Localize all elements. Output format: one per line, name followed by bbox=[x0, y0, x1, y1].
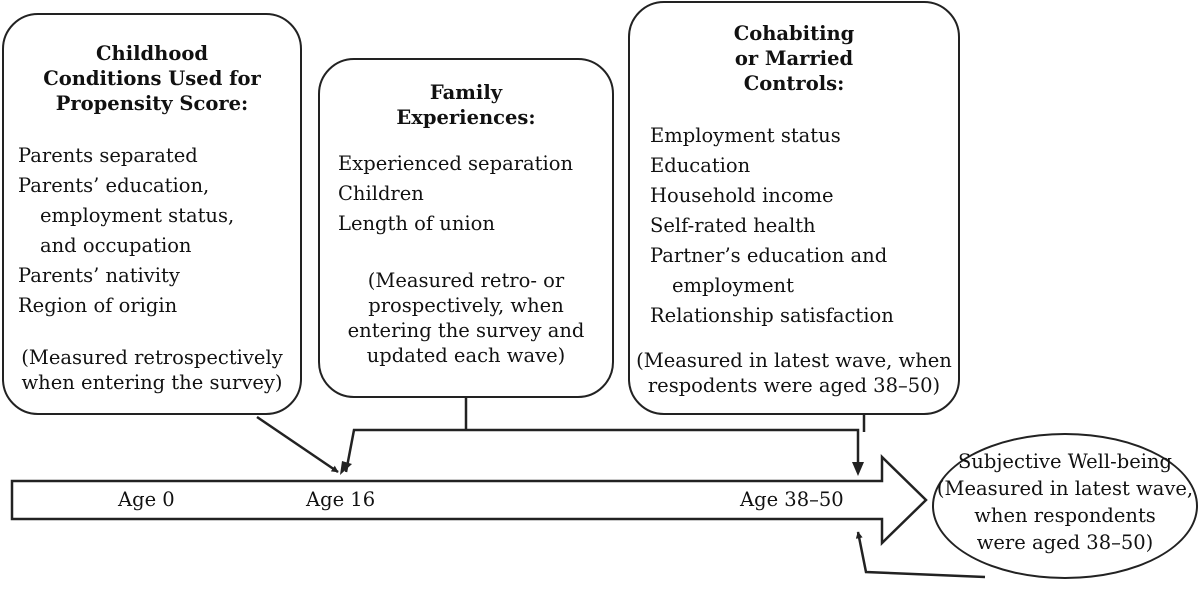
controls-note: (Measured in latest wave, when respodent… bbox=[630, 348, 958, 398]
family-note: (Measured retro- or prospectively, when … bbox=[320, 268, 612, 368]
childhood-item: employment status, bbox=[40, 204, 235, 227]
subjective-wellbeing-outcome: Subjective Well-being (Measured in lates… bbox=[932, 433, 1198, 579]
outcome-ellipse bbox=[932, 433, 1198, 579]
family-right-arrowhead bbox=[852, 462, 864, 476]
childhood-title-line: Childhood bbox=[96, 42, 208, 65]
controls-item: Self-rated health bbox=[650, 214, 816, 237]
family-title-line: Family bbox=[429, 81, 503, 104]
timeline-arrow bbox=[10, 454, 928, 546]
controls-title-line: Cohabiting bbox=[733, 22, 855, 45]
outcome-line: (Measured in latest wave, bbox=[936, 477, 1194, 500]
controls-item: Household income bbox=[650, 184, 834, 207]
controls-box: Cohabiting or Married Controls: Employme… bbox=[628, 1, 960, 415]
childhood-title-line: Conditions Used for bbox=[43, 67, 261, 90]
childhood-title-line: Propensity Score: bbox=[55, 92, 249, 115]
childhood-note-line: (Measured retrospectively bbox=[21, 346, 283, 369]
family-note-line: updated each wave) bbox=[366, 344, 566, 367]
outcome-feedback-arrow bbox=[855, 531, 986, 579]
age-38-50-label: Age 38–50 bbox=[740, 488, 844, 511]
outcome-line: Subjective Well-being bbox=[957, 450, 1173, 473]
childhood-to-age16-arrow bbox=[256, 415, 339, 474]
childhood-item: Parents’ nativity bbox=[18, 264, 180, 287]
controls-item: Employment status bbox=[650, 124, 841, 147]
controls-item: employment bbox=[672, 274, 794, 297]
outcome-line: when respondents bbox=[974, 504, 1156, 527]
controls-title-line: or Married bbox=[734, 47, 854, 70]
childhood-item: Parents’ education, bbox=[18, 174, 210, 197]
outcome-text: Subjective Well-being (Measured in lates… bbox=[932, 448, 1198, 556]
age-16-label: Age 16 bbox=[306, 488, 376, 511]
childhood-conditions-box: Childhood Conditions Used for Propensity… bbox=[2, 13, 302, 415]
controls-note-line: respodents were aged 38–50) bbox=[647, 374, 941, 397]
family-item: Length of union bbox=[338, 212, 495, 235]
controls-item: Partner’s education and bbox=[650, 244, 888, 267]
childhood-item: Region of origin bbox=[18, 294, 178, 317]
controls-item: Education bbox=[650, 154, 751, 177]
childhood-note: (Measured retrospectively when entering … bbox=[4, 345, 300, 395]
controls-note-line: (Measured in latest wave, when bbox=[636, 349, 952, 372]
controls-title-line: Controls: bbox=[743, 72, 845, 95]
childhood-note-line: when entering the survey) bbox=[21, 371, 283, 394]
childhood-title: Childhood Conditions Used for Propensity… bbox=[4, 41, 300, 116]
family-title: Family Experiences: bbox=[320, 80, 612, 130]
childhood-item: Parents separated bbox=[18, 144, 198, 167]
family-experiences-box: Family Experiences: Experienced separati… bbox=[318, 58, 614, 398]
family-title-line: Experiences: bbox=[396, 106, 536, 129]
controls-item: Relationship satisfaction bbox=[650, 304, 894, 327]
controls-title: Cohabiting or Married Controls: bbox=[630, 21, 958, 96]
outcome-line: were aged 38–50) bbox=[976, 531, 1154, 554]
family-note-line: entering the survey and bbox=[347, 319, 585, 342]
family-item: Experienced separation bbox=[338, 152, 574, 175]
family-left-arrowhead bbox=[340, 461, 352, 475]
family-note-line: (Measured retro- or bbox=[367, 269, 565, 292]
childhood-item: and occupation bbox=[40, 234, 192, 257]
family-item: Children bbox=[338, 182, 424, 205]
family-note-line: prospectively, when bbox=[368, 294, 564, 317]
age-0-label: Age 0 bbox=[118, 488, 175, 511]
family-span-bracket bbox=[344, 398, 860, 473]
